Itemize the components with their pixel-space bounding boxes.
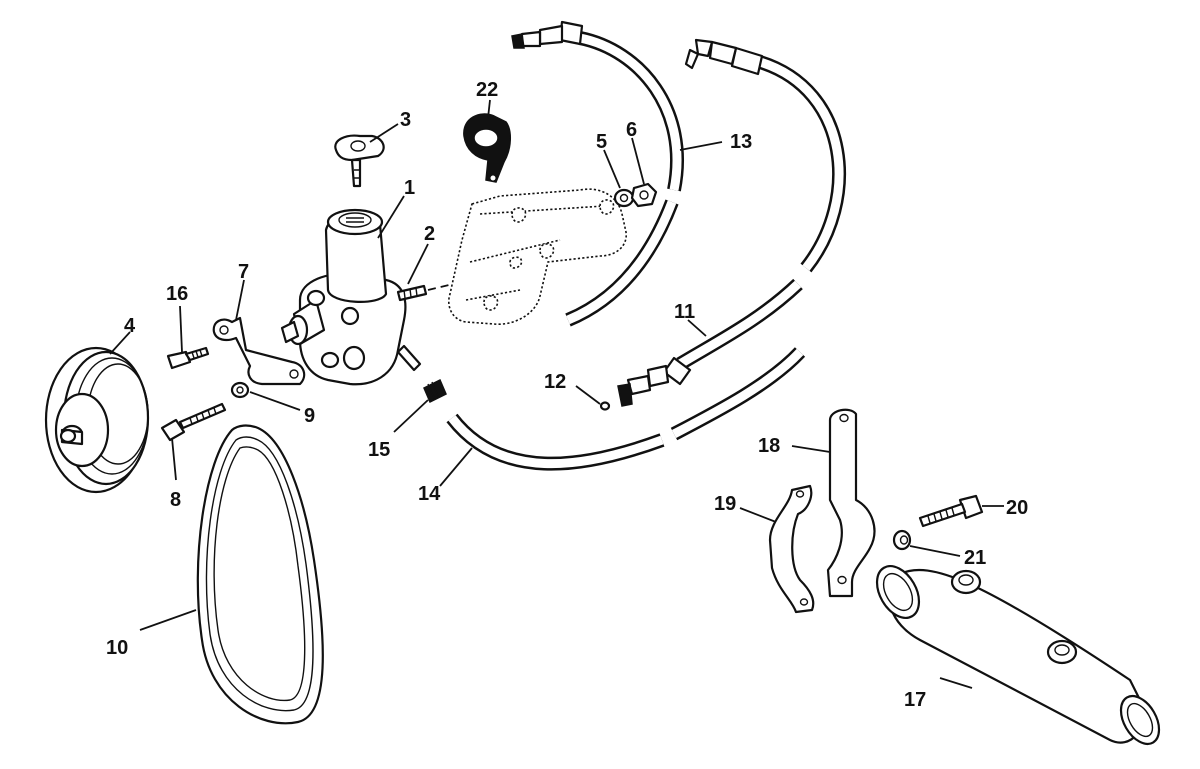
washer-5 bbox=[613, 188, 635, 208]
callout-1: 1 bbox=[404, 177, 415, 199]
callout-16: 16 bbox=[166, 283, 188, 305]
callout-11: 11 bbox=[674, 301, 695, 323]
power-steering-pump bbox=[280, 208, 428, 386]
callout-17: 17 bbox=[904, 689, 926, 711]
pressure-hose bbox=[511, 20, 685, 327]
callout-labels: 1 2 3 4 5 6 7 8 9 10 11 12 13 14 15 16 1… bbox=[106, 79, 1028, 711]
screw-8 bbox=[160, 402, 227, 442]
drive-belt bbox=[196, 424, 324, 725]
cooler-hose bbox=[446, 347, 806, 471]
callout-21: 21 bbox=[964, 547, 986, 569]
leader-lines bbox=[109, 99, 1004, 689]
return-hose bbox=[676, 38, 847, 371]
callout-6: 6 bbox=[626, 119, 637, 141]
callout-2: 2 bbox=[424, 223, 435, 245]
callout-13: 13 bbox=[730, 131, 752, 153]
callout-14: 14 bbox=[418, 483, 441, 505]
dipstick-cap bbox=[334, 134, 385, 188]
callout-9: 9 bbox=[304, 405, 315, 427]
lock-washer-21 bbox=[892, 529, 912, 551]
callout-4: 4 bbox=[124, 315, 136, 337]
washer-9 bbox=[230, 381, 250, 399]
bracket-clamp-18 bbox=[826, 408, 876, 598]
fitting-15 bbox=[423, 378, 447, 404]
nut-6 bbox=[630, 182, 658, 208]
hose-clamp bbox=[463, 113, 511, 183]
callout-5: 5 bbox=[596, 131, 607, 153]
callout-18: 18 bbox=[758, 435, 780, 457]
callout-22: 22 bbox=[476, 79, 498, 101]
mounting-bracket bbox=[448, 188, 627, 325]
callout-10: 10 bbox=[106, 637, 128, 659]
screw-16 bbox=[166, 346, 210, 370]
clamp-19 bbox=[768, 484, 815, 614]
callout-15: 15 bbox=[368, 439, 390, 461]
o-ring bbox=[599, 401, 611, 411]
oil-cooler bbox=[875, 565, 1161, 745]
callout-20: 20 bbox=[1006, 497, 1028, 519]
callout-12: 12 bbox=[544, 371, 566, 393]
callout-7: 7 bbox=[238, 261, 249, 283]
brace-7 bbox=[212, 316, 306, 386]
callout-8: 8 bbox=[170, 489, 181, 511]
screw-20 bbox=[918, 494, 984, 528]
hose-fitting-11 bbox=[617, 356, 692, 407]
callout-3: 3 bbox=[400, 109, 411, 131]
pulley bbox=[44, 346, 150, 494]
callout-19: 19 bbox=[714, 493, 736, 515]
